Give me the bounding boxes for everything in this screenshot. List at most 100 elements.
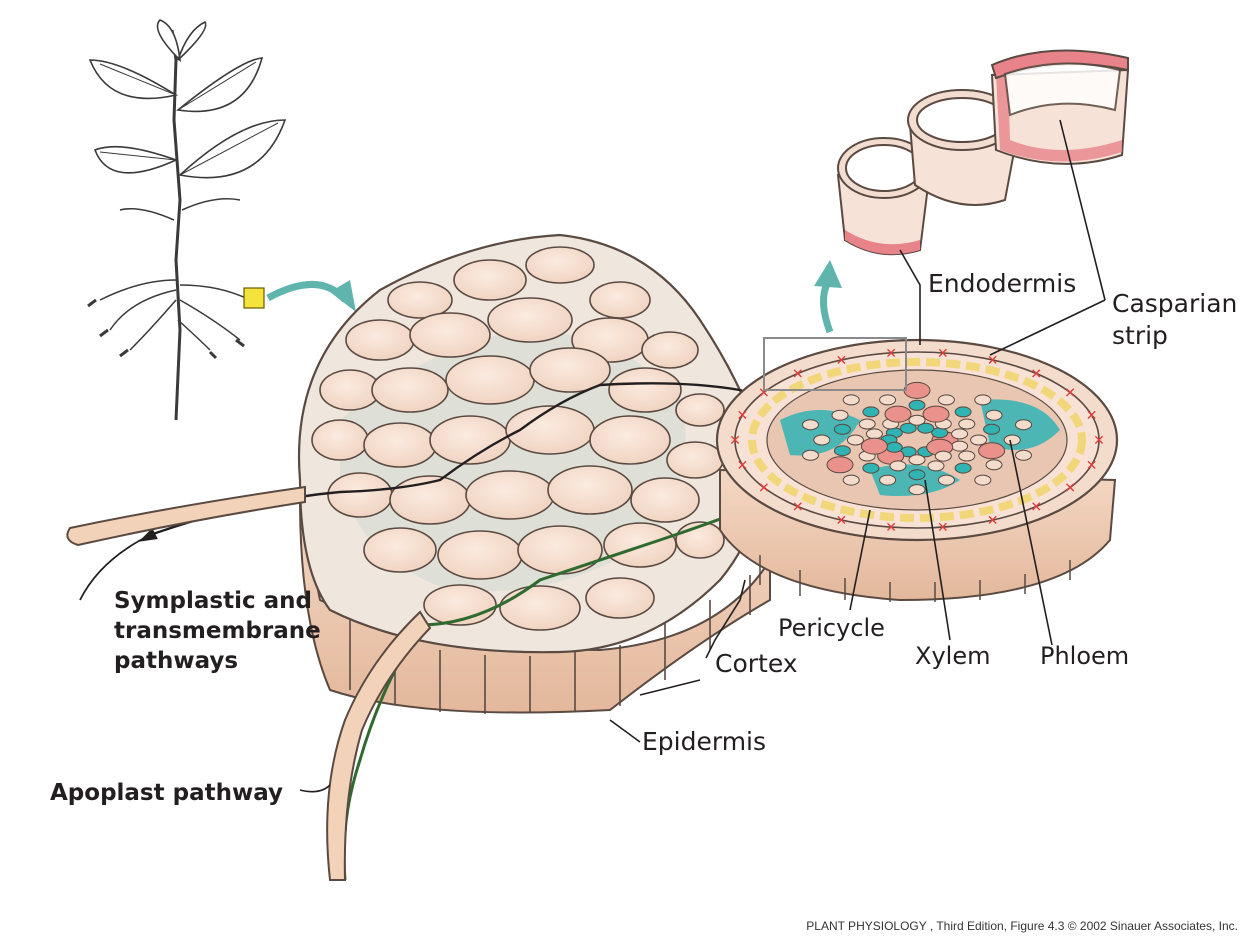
cortex-cell [409, 312, 491, 358]
stele-cell [858, 418, 876, 430]
stele-cell [934, 450, 952, 462]
zoom-box [763, 337, 907, 391]
cortex-cell [641, 331, 699, 369]
stele-cell [802, 419, 819, 431]
cortex-cell [529, 347, 611, 393]
cortex-cell [453, 259, 527, 301]
stele-cell [951, 428, 969, 440]
label-apoplast: Apoplast pathway [50, 780, 283, 806]
stele-cell [885, 441, 903, 453]
label-xylem: Xylem [915, 642, 990, 670]
cortex-cell [327, 472, 393, 518]
stele-cell [842, 394, 860, 406]
stele-cell [983, 423, 1001, 435]
stele-cell [1015, 419, 1032, 431]
plant-seedling-icon [87, 19, 287, 421]
stele-cell [889, 460, 907, 472]
cortex-cell [387, 281, 453, 319]
casparian-mark: ✕ [1086, 458, 1098, 474]
cortex-cell [345, 319, 415, 361]
stele-cell [826, 456, 854, 474]
stele-cell [978, 442, 1006, 460]
stele-cell [917, 422, 935, 434]
cortex-cell [371, 367, 449, 413]
label-epidermis: Epidermis [642, 727, 766, 756]
stele-cell [903, 381, 931, 399]
stele-cell [927, 460, 945, 472]
stele-cell [1015, 449, 1032, 461]
cortex-cell [525, 246, 595, 284]
casparian-mark: ✕ [836, 513, 848, 529]
cortex-cell [465, 470, 555, 520]
cortex-cell [547, 465, 633, 515]
cortex-block [297, 233, 771, 714]
stele-cell [813, 434, 831, 446]
stele-cell [862, 462, 880, 474]
stele-cell [985, 459, 1003, 471]
endodermis-cells-inset [836, 49, 1130, 256]
figure-credit: PLANT PHYSIOLOGY , Third Edition, Figure… [806, 919, 1238, 933]
stele-cell [937, 474, 955, 486]
stele-cell [908, 469, 926, 481]
label-symplastic-line1: Symplastic and [114, 588, 312, 614]
curved-arrow-icon [266, 280, 356, 312]
casparian-mark: ✕ [937, 346, 949, 362]
casparian-mark: ✕ [1064, 385, 1076, 401]
cortex-cell [675, 393, 725, 427]
stele-cell [860, 437, 888, 455]
stele-cell [908, 484, 926, 496]
cortex-cell [319, 369, 381, 411]
casparian-mark: ✕ [758, 481, 770, 497]
stele-cell [958, 450, 976, 462]
casparian-mark: ✕ [987, 353, 999, 369]
stele-cell [922, 405, 950, 423]
stele-cell [908, 454, 926, 466]
stele-cell [884, 405, 912, 423]
casparian-mark: ✕ [987, 513, 999, 529]
label-casparian-line2: strip [1112, 321, 1168, 350]
cortex-cell [630, 477, 700, 523]
stele-cell [1003, 434, 1021, 446]
label-endodermis: Endodermis [928, 269, 1076, 298]
label-symplastic-line2: transmembrane [114, 618, 321, 644]
stele-cell [951, 440, 969, 452]
symplastic-pathway-line [79, 382, 791, 601]
cortex-cell [437, 530, 523, 580]
casparian-mark: ✕ [836, 353, 848, 369]
cortex-cell [311, 419, 369, 461]
casparian-mark: ✕ [729, 433, 741, 449]
casparian-mark: ✕ [1093, 433, 1105, 449]
stele-cell [985, 409, 1003, 421]
casparian-mark: ✕ [1030, 500, 1042, 516]
label-pericycle: Pericycle [778, 614, 885, 642]
label-casparian-line1: Casparian [1112, 289, 1237, 318]
casparian-mark: ✕ [737, 458, 749, 474]
cortex-cell [487, 297, 573, 343]
stele-cell [846, 434, 864, 446]
stele-cell [833, 423, 851, 435]
cortex-cell [589, 281, 651, 319]
label-phloem: Phloem [1040, 642, 1129, 670]
up-arrow-icon [814, 260, 842, 334]
stele-cell [842, 474, 860, 486]
casparian-mark: ✕ [758, 385, 770, 401]
casparian-mark: ✕ [792, 500, 804, 516]
stele-cell [954, 462, 972, 474]
cortex-cell [363, 422, 437, 468]
casparian-mark: ✕ [885, 520, 897, 536]
casparian-mark: ✕ [1064, 481, 1076, 497]
stele-cell [865, 428, 883, 440]
stele-cell [954, 406, 972, 418]
cortex-cell [445, 355, 535, 405]
cortex-cell [603, 522, 677, 568]
stele-cell [970, 434, 988, 446]
cortex-cell [429, 415, 511, 465]
stele-cell [833, 445, 851, 457]
casparian-mark: ✕ [737, 408, 749, 424]
selection-square-icon [243, 287, 265, 309]
stele-cell [974, 474, 992, 486]
casparian-mark: ✕ [937, 520, 949, 536]
stele-cell [937, 394, 955, 406]
